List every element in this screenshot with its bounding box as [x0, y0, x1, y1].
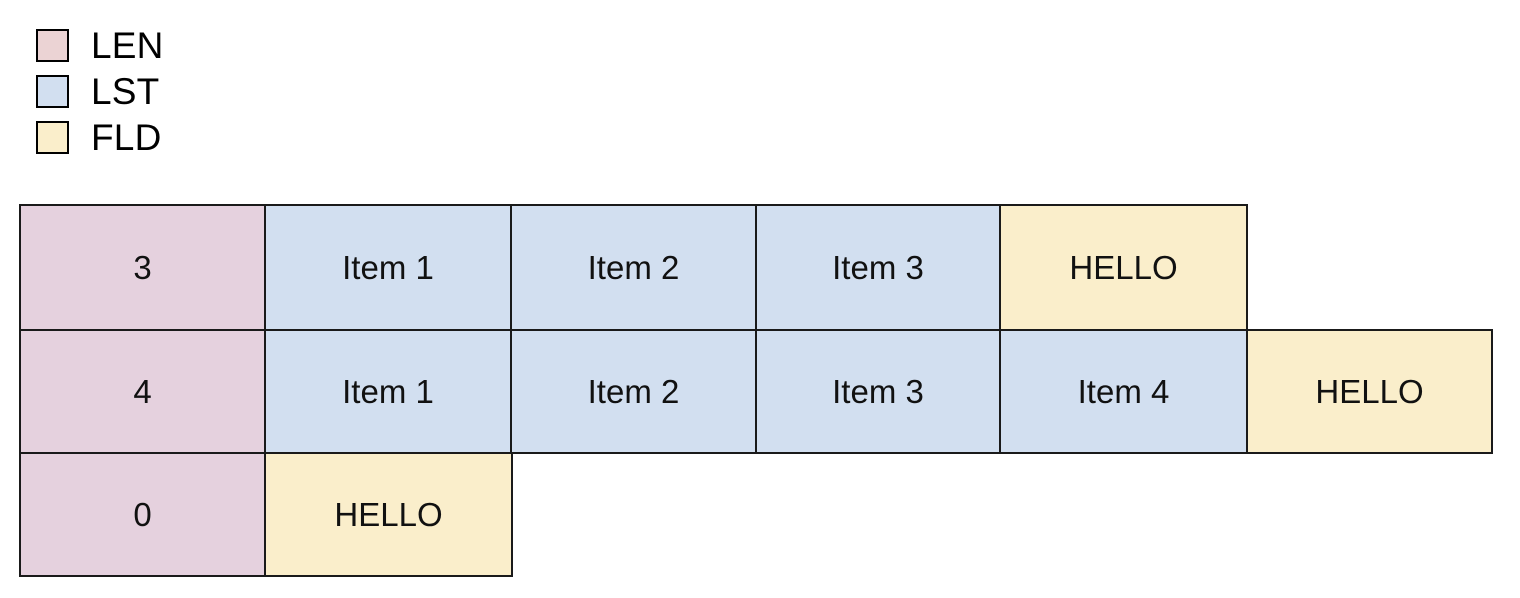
- table-cell-lst: Item 1: [264, 329, 512, 454]
- table-cell-lst: Item 1: [264, 204, 512, 331]
- table-cell-lst: Item 4: [999, 329, 1248, 454]
- legend-label-len: LEN: [91, 24, 164, 66]
- table-cell-fld: HELLO: [999, 204, 1248, 331]
- legend-label-lst: LST: [91, 70, 160, 112]
- legend-item-lst: LST: [36, 68, 336, 114]
- legend: LEN LST FLD: [36, 22, 336, 160]
- table-cell-lst: Item 3: [755, 204, 1001, 331]
- table-cell-lst: Item 3: [755, 329, 1001, 454]
- table-cell-lst: Item 2: [510, 204, 757, 331]
- table-cell-lst: Item 2: [510, 329, 757, 454]
- legend-item-fld: FLD: [36, 114, 336, 160]
- legend-swatch-len-icon: [36, 28, 69, 62]
- legend-swatch-lst-icon: [36, 74, 69, 108]
- legend-swatch-fld-icon: [36, 120, 69, 154]
- table-cell-len: 0: [19, 452, 266, 577]
- table-cell-len: 4: [19, 329, 266, 454]
- table-cell-fld: HELLO: [264, 452, 513, 577]
- legend-label-fld: FLD: [91, 116, 162, 158]
- table-cell-len: 3: [19, 204, 266, 331]
- table-cell-fld: HELLO: [1246, 329, 1493, 454]
- legend-item-len: LEN: [36, 22, 336, 68]
